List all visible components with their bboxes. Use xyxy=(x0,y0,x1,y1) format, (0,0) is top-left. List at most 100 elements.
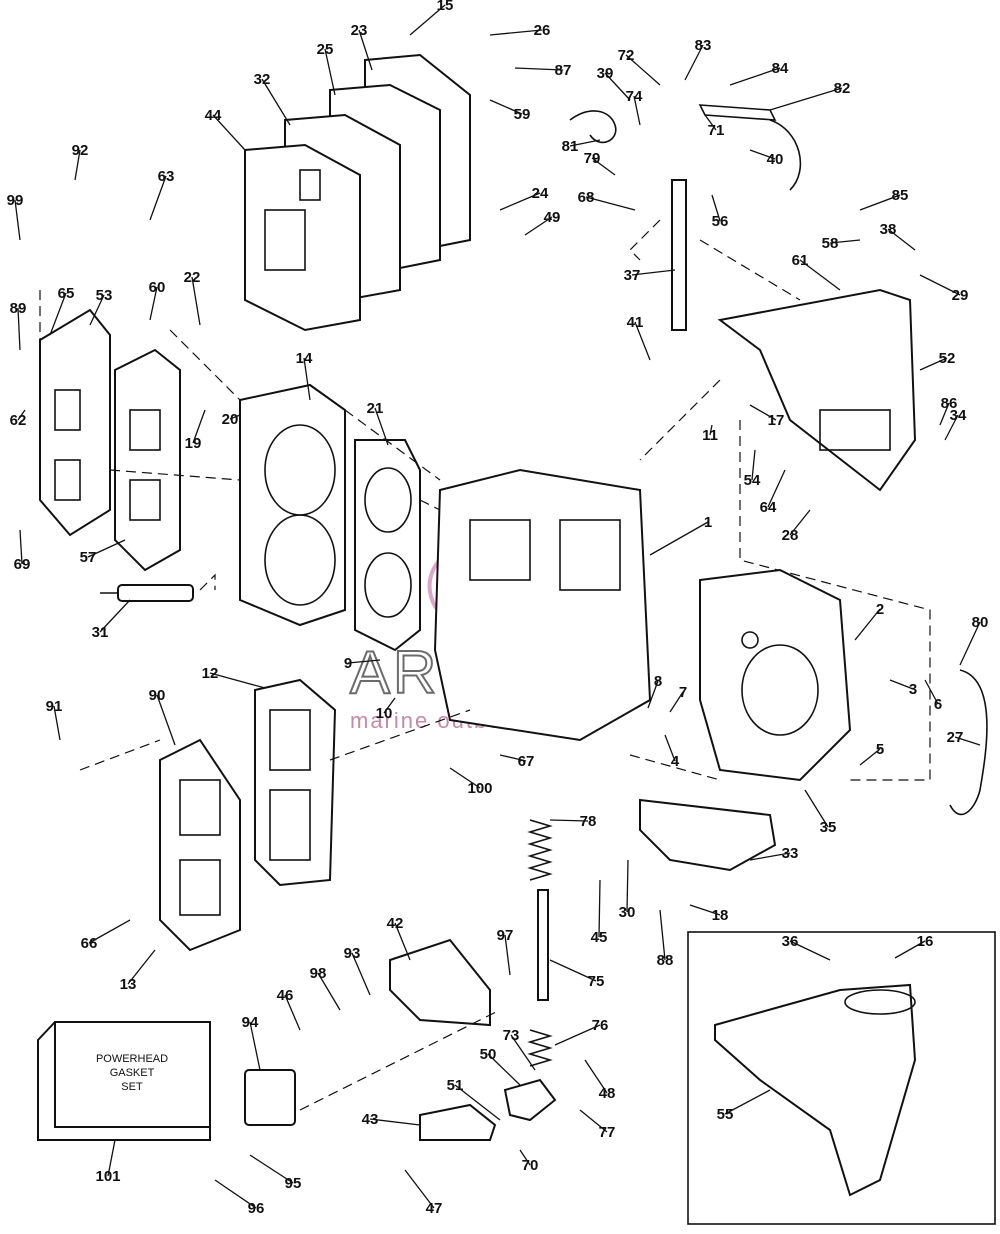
callout-label-12: 12 xyxy=(202,665,219,682)
shaft-and-spring xyxy=(527,819,553,1067)
callout-leader-88 xyxy=(659,909,666,961)
callout-label-58: 58 xyxy=(822,235,839,252)
callout-leader-17 xyxy=(749,404,777,421)
callout-label-26: 26 xyxy=(534,22,551,39)
callout-leader-86 xyxy=(939,402,950,426)
crankcase xyxy=(699,568,852,782)
callout-label-20: 20 xyxy=(222,411,239,428)
callout-label-1: 1 xyxy=(704,514,712,531)
callout-label-88: 88 xyxy=(657,952,674,969)
callout-leader-79 xyxy=(591,157,616,176)
callout-leader-45 xyxy=(598,879,601,938)
callout-label-50: 50 xyxy=(480,1046,497,1063)
lower-exhaust-gasket xyxy=(254,678,337,887)
callout-label-60: 60 xyxy=(149,279,166,296)
callout-label-89: 89 xyxy=(10,300,27,317)
callout-leader-50 xyxy=(487,1053,521,1086)
callout-label-25: 25 xyxy=(317,41,334,58)
callout-label-13: 13 xyxy=(120,976,137,993)
callout-leader-93 xyxy=(351,952,371,996)
callout-leader-66 xyxy=(88,919,131,944)
callout-label-79: 79 xyxy=(584,150,601,167)
callout-label-10: 10 xyxy=(376,705,393,722)
callout-label-55: 55 xyxy=(717,1106,734,1123)
pickup-coil xyxy=(244,1069,296,1126)
callout-leader-81 xyxy=(569,139,601,147)
callout-label-94: 94 xyxy=(242,1014,259,1031)
callout-leader-51 xyxy=(454,1084,501,1121)
callout-leader-31 xyxy=(99,599,131,633)
callout-label-37: 37 xyxy=(624,267,641,284)
callout-leader-96 xyxy=(214,1179,257,1209)
callout-label-52: 52 xyxy=(939,350,956,367)
callout-leader-25 xyxy=(324,48,336,96)
callout-label-86: 86 xyxy=(941,395,958,412)
callout-label-56: 56 xyxy=(712,213,729,230)
callout-leader-68 xyxy=(585,196,636,211)
callout-label-45: 45 xyxy=(591,929,608,946)
callout-label-33: 33 xyxy=(782,845,799,862)
callout-leader-55 xyxy=(724,1089,771,1115)
callout-label-34: 34 xyxy=(950,407,967,424)
callout-label-68: 68 xyxy=(578,189,595,206)
callout-label-21: 21 xyxy=(367,400,384,417)
callout-leader-83 xyxy=(684,44,704,81)
callout-label-95: 95 xyxy=(285,1175,302,1192)
callout-leader-76 xyxy=(554,1024,601,1046)
callout-leader-47 xyxy=(404,1169,435,1209)
callout-leader-64 xyxy=(767,469,786,508)
gasket-set-line1: POWERHEAD xyxy=(96,1053,168,1065)
callout-label-84: 84 xyxy=(772,60,789,77)
callout-leader-5 xyxy=(859,748,881,766)
throttle-cam xyxy=(389,938,491,1027)
callout-label-69: 69 xyxy=(14,556,31,573)
gasket-set-line3: SET xyxy=(121,1081,143,1093)
hose-27 xyxy=(949,669,988,816)
callout-label-83: 83 xyxy=(695,37,712,54)
callout-label-66: 66 xyxy=(81,935,98,952)
callout-leader-33 xyxy=(749,852,791,861)
callout-label-85: 85 xyxy=(892,187,909,204)
callout-leader-61 xyxy=(799,259,841,291)
callout-leader-53 xyxy=(89,294,105,326)
callout-label-49: 49 xyxy=(544,209,561,226)
callout-leader-39 xyxy=(604,72,631,101)
callout-label-36: 36 xyxy=(782,933,799,950)
callout-leader-36 xyxy=(789,940,831,961)
callout-leader-90 xyxy=(156,694,176,746)
callout-leader-22 xyxy=(191,276,201,326)
callout-label-82: 82 xyxy=(834,80,851,97)
callout-leader-11 xyxy=(709,424,713,436)
callout-label-100: 100 xyxy=(467,780,492,797)
gasket-set-box: POWERHEAD GASKET SET xyxy=(37,1021,211,1141)
callout-leader-42 xyxy=(394,922,411,961)
callout-label-54: 54 xyxy=(744,472,761,489)
callout-label-90: 90 xyxy=(149,687,166,704)
callout-label-74: 74 xyxy=(626,88,643,105)
callout-leader-78 xyxy=(549,819,589,822)
callout-label-59: 59 xyxy=(514,106,531,123)
callout-leader-72 xyxy=(625,54,661,86)
callout-leader-14 xyxy=(303,357,311,401)
callout-leader-69 xyxy=(19,529,23,565)
callout-label-35: 35 xyxy=(820,819,837,836)
callout-label-62: 62 xyxy=(10,412,27,429)
callout-label-17: 17 xyxy=(768,412,785,429)
callout-label-65: 65 xyxy=(58,285,75,302)
mount-bracket xyxy=(717,288,917,492)
callout-label-42: 42 xyxy=(387,915,404,932)
callout-label-46: 46 xyxy=(277,987,294,1004)
dashed-leader-lines xyxy=(39,219,931,1111)
callout-label-92: 92 xyxy=(72,142,89,159)
callout-label-61: 61 xyxy=(792,252,809,269)
callout-label-16: 16 xyxy=(917,933,934,950)
callout-label-76: 76 xyxy=(592,1017,609,1034)
intake-gasket xyxy=(114,348,181,572)
callout-label-43: 43 xyxy=(362,1111,379,1128)
callout-leader-97 xyxy=(504,934,511,976)
cylinder-head xyxy=(239,383,346,627)
callout-label-81: 81 xyxy=(562,138,579,155)
callout-label-78: 78 xyxy=(580,813,597,830)
